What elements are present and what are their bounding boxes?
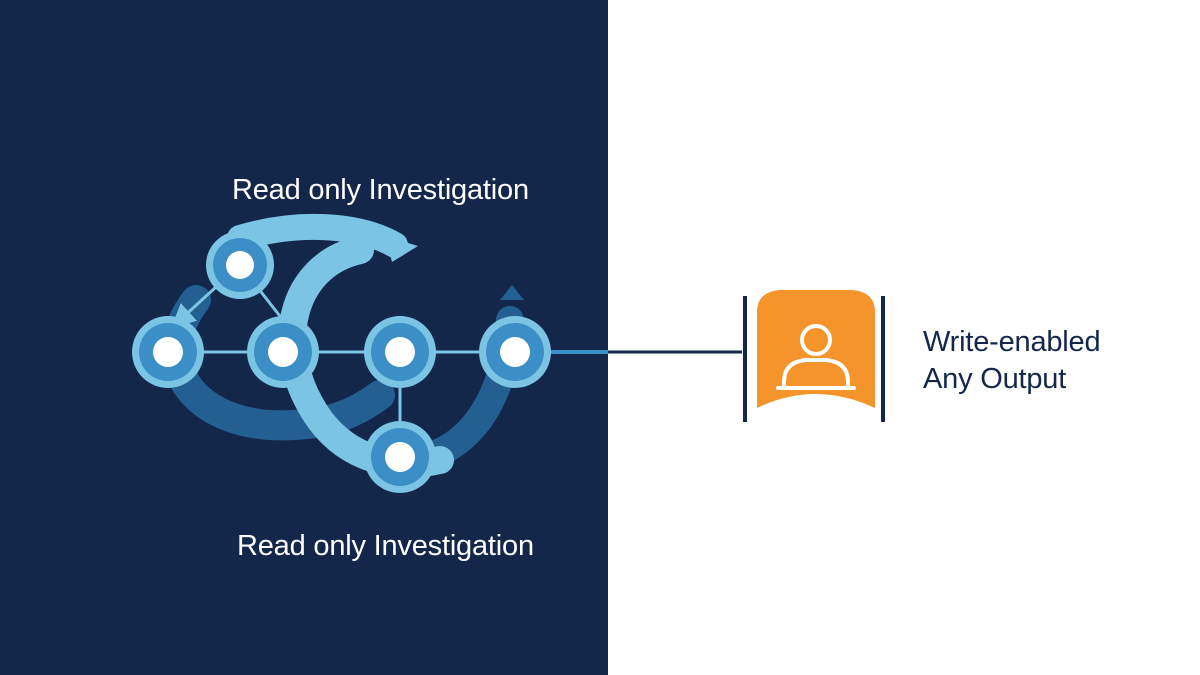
light-cycle-arrowhead <box>385 236 418 262</box>
top-label: Read only Investigation <box>232 174 529 206</box>
dark-cycle-arrowhead <box>500 285 524 300</box>
output-label-line1: Write-enabled <box>923 326 1101 358</box>
output-panel <box>608 0 1200 675</box>
node-4 <box>479 316 551 388</box>
output-label-line2: Any Output <box>923 363 1067 395</box>
node-top <box>206 231 274 299</box>
light-cycle-arc-top <box>227 213 408 258</box>
node-bottom <box>364 421 436 493</box>
user-icon <box>776 324 856 390</box>
output-block <box>743 290 885 422</box>
output-box <box>757 290 875 408</box>
bottom-label: Read only Investigation <box>237 530 534 562</box>
node-3 <box>364 316 436 388</box>
node-2 <box>247 316 319 388</box>
output-label: Write-enabled Any Output <box>923 324 1101 398</box>
node-1 <box>132 316 204 388</box>
